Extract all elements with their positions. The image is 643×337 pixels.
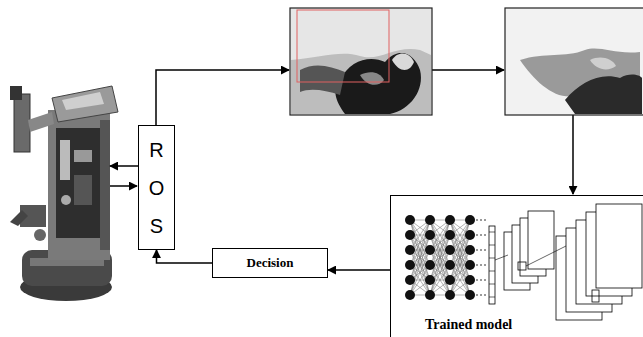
neural-network-illustration bbox=[445, 230, 455, 240]
neural-network-illustration bbox=[425, 290, 435, 300]
robot-illustration bbox=[10, 86, 118, 301]
neural-network-illustration bbox=[489, 226, 495, 304]
depth-image bbox=[335, 53, 421, 114]
neural-network-illustration bbox=[518, 262, 526, 270]
neural-network-illustration bbox=[405, 230, 415, 240]
cropped-image bbox=[505, 8, 643, 115]
depth-image bbox=[300, 66, 345, 95]
neural-network-illustration bbox=[489, 258, 495, 259]
robot-illustration bbox=[74, 150, 92, 162]
depth-image bbox=[297, 10, 389, 82]
robot-illustration bbox=[48, 110, 110, 260]
neural-network-illustration bbox=[405, 275, 415, 285]
cropped-image bbox=[565, 75, 642, 114]
flow-arrows bbox=[432, 69, 504, 71]
neural-network-illustration bbox=[445, 290, 455, 300]
neural-network-illustration bbox=[445, 245, 455, 255]
neural-network-illustration bbox=[425, 215, 435, 225]
depth-image bbox=[392, 53, 414, 70]
neural-network-illustration bbox=[430, 250, 450, 295]
neural-network-illustration bbox=[476, 265, 488, 266]
robot-illustration bbox=[100, 120, 110, 250]
cropped-image bbox=[505, 8, 643, 115]
neural-network-illustration bbox=[405, 215, 415, 225]
neural-network-illustration bbox=[489, 232, 495, 233]
decision-box: Decision bbox=[212, 248, 328, 278]
neural-network-illustration bbox=[596, 204, 642, 288]
neural-network-illustration bbox=[425, 260, 435, 270]
neural-network-illustration bbox=[489, 271, 495, 272]
neural-network-illustration bbox=[445, 275, 455, 285]
neural-network-illustration bbox=[410, 250, 430, 295]
node-label: Decision bbox=[247, 255, 294, 271]
neural-network-illustration bbox=[528, 211, 554, 269]
neural-network-illustration bbox=[405, 204, 642, 320]
neural-network-illustration bbox=[495, 255, 508, 260]
neural-network-illustration bbox=[425, 245, 435, 255]
neural-network-illustration bbox=[465, 260, 475, 270]
neural-network-illustration bbox=[405, 290, 415, 300]
neural-network-illustration bbox=[526, 246, 566, 266]
robot-link-arrows bbox=[110, 166, 138, 186]
robot-illustration bbox=[61, 195, 71, 205]
robot-link-arrows bbox=[110, 185, 137, 187]
neural-network-illustration bbox=[450, 250, 470, 295]
neural-network-illustration bbox=[476, 235, 488, 236]
robot-illustration bbox=[14, 94, 30, 152]
robot-illustration bbox=[28, 112, 54, 132]
neural-network-illustration bbox=[476, 295, 488, 296]
node-label: ROS bbox=[147, 131, 167, 245]
neural-network-illustration bbox=[465, 275, 475, 285]
neural-network-illustration bbox=[489, 245, 495, 246]
neural-network-illustration bbox=[592, 290, 599, 302]
neural-network-illustration bbox=[465, 245, 475, 255]
neural-network-illustration bbox=[405, 245, 415, 255]
ros-box: ROS bbox=[138, 125, 175, 250]
neural-network-illustration bbox=[425, 275, 435, 285]
neural-network-illustration bbox=[465, 230, 475, 240]
robot-illustration bbox=[74, 175, 92, 205]
robot-illustration bbox=[10, 86, 22, 100]
node-label: Trained model bbox=[425, 317, 512, 333]
depth-image bbox=[290, 8, 432, 115]
depth-image bbox=[290, 8, 432, 115]
neural-network-illustration bbox=[476, 250, 488, 251]
model-box: Trained model bbox=[390, 195, 643, 337]
neural-network-illustration bbox=[445, 260, 455, 270]
flow-arrows bbox=[156, 70, 289, 125]
neural-network-illustration bbox=[489, 297, 495, 298]
neural-network-illustration bbox=[476, 280, 488, 281]
neural-network-illustration bbox=[476, 220, 488, 221]
flow-arrows bbox=[572, 115, 574, 194]
neural-network-illustration bbox=[465, 290, 475, 300]
neural-network-illustration bbox=[489, 284, 495, 285]
robot-illustration bbox=[56, 128, 100, 238]
robot-illustration bbox=[62, 92, 104, 110]
robot-illustration bbox=[52, 86, 118, 122]
connector-arrow bbox=[328, 269, 390, 271]
robot-illustration bbox=[60, 140, 70, 180]
neural-network-illustration bbox=[465, 215, 475, 225]
neural-network-illustration bbox=[445, 215, 455, 225]
cropped-image bbox=[590, 58, 616, 70]
robot-illustration bbox=[10, 210, 28, 226]
robot-link-arrows bbox=[110, 165, 138, 167]
connector-arrow bbox=[157, 250, 213, 263]
robot-illustration bbox=[34, 229, 46, 241]
depth-image bbox=[360, 72, 384, 85]
neural-network-illustration bbox=[405, 260, 415, 270]
neural-network-illustration bbox=[425, 230, 435, 240]
